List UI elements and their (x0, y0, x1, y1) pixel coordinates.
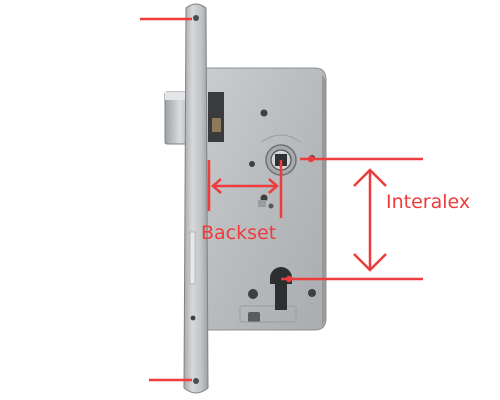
case-hole (248, 289, 258, 299)
case-hole (308, 289, 316, 297)
backset-arrow-left (211, 178, 222, 194)
mechanism-part (268, 203, 274, 209)
spindle-center-dot (307, 155, 315, 163)
latch-bolt-top (165, 92, 195, 100)
backset-label: Backset (201, 222, 277, 244)
latch-window-part (212, 118, 221, 132)
lock-case-edge (322, 74, 326, 326)
spindle-arc (261, 134, 301, 143)
case-slot (248, 312, 260, 322)
cylinder-center-dot (285, 275, 293, 283)
faceplate-small-hole (190, 315, 196, 321)
case-hole (260, 109, 268, 117)
case-plate-detail (239, 305, 297, 323)
faceplate-screw-top (193, 15, 199, 21)
faceplate (183, 3, 209, 394)
latch-window (208, 92, 224, 142)
case-hole (249, 161, 255, 167)
interalex-label: Interalex (386, 191, 471, 213)
faceplate-slot (189, 231, 196, 285)
backset-arrow-right (268, 178, 279, 194)
interalex-arrow-bottom (353, 253, 387, 272)
interalex-arrow-top (353, 168, 387, 187)
faceplate-screw-bottom (193, 378, 199, 384)
annotations (140, 17, 423, 382)
mechanism-part (258, 200, 266, 207)
case-hole (260, 194, 268, 202)
